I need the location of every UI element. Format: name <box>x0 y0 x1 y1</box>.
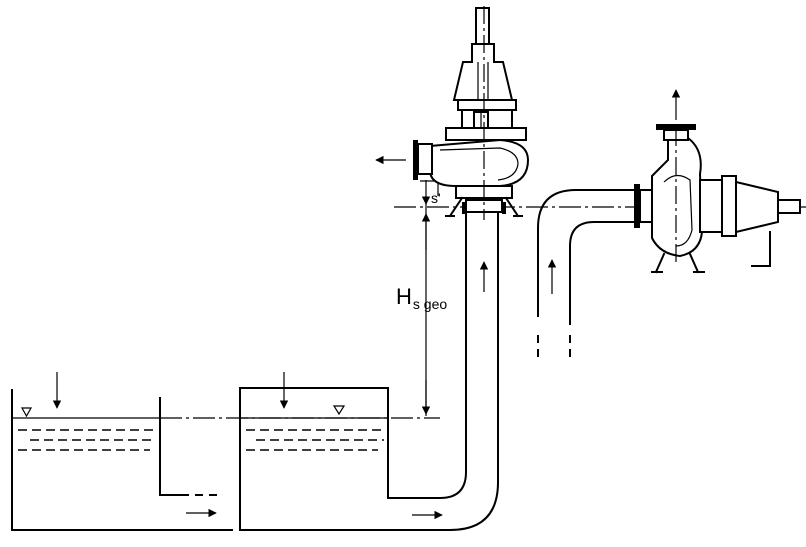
middle-tank <box>239 211 499 531</box>
water-level-marker-icon <box>332 405 346 416</box>
water-level-marker-icon <box>20 407 33 418</box>
vertical-pump <box>375 6 530 220</box>
left-tank <box>11 372 233 531</box>
horizontal-pump <box>537 89 801 357</box>
h-label-main: H <box>396 284 412 309</box>
s-prime-label: s' <box>431 190 441 206</box>
h-label-subscript: s geo <box>413 296 447 312</box>
h-label: Hs geo <box>396 284 447 312</box>
